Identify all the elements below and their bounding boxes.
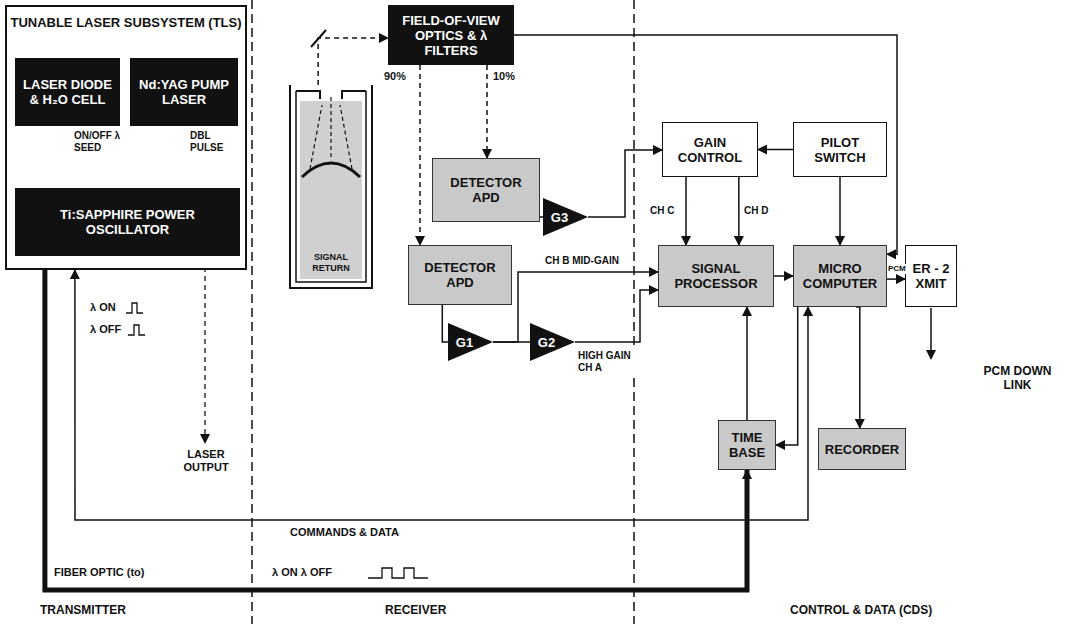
- box-label: TIME BASE: [724, 430, 770, 460]
- component-box: Nd:YAG PUMP LASER: [130, 58, 238, 126]
- connector: [776, 307, 798, 445]
- amplifier-triangle: G1: [448, 323, 493, 361]
- fiber-optic-line: [45, 270, 747, 590]
- box-label: RECORDER: [824, 442, 900, 457]
- component-box: Ti:SAPPHIRE POWER OSCILLATOR: [15, 188, 240, 256]
- section-title: RECEIVER: [385, 603, 485, 617]
- connector: [685, 177, 687, 245]
- output-label: PCM DOWN LINK: [970, 364, 1065, 392]
- box-label: G3: [543, 210, 576, 225]
- box-label: MICRO COMPUTER: [799, 261, 881, 291]
- connector: [856, 307, 860, 428]
- box-label: GAIN CONTROL: [667, 135, 753, 165]
- connector: [839, 177, 841, 245]
- connector: [758, 149, 793, 151]
- recorder-box: RECORDER: [818, 428, 906, 470]
- box-label: G2: [530, 335, 563, 350]
- box-label: ER - 2 XMIT: [910, 261, 952, 291]
- box-label: FIELD-OF-VIEW OPTICS & λ FILTERS: [394, 13, 508, 58]
- time-base-box: TIME BASE: [718, 420, 776, 470]
- computer-box: MICRO COMPUTER: [793, 245, 887, 307]
- section-title: TRANSMITTER: [40, 603, 160, 617]
- connector: [540, 216, 543, 218]
- connector-label: CH D: [744, 205, 776, 217]
- section-title: CONTROL & DATA (CDS): [790, 603, 990, 617]
- telescope-symbol: SIGNAL RETURN: [288, 85, 374, 290]
- box-label: PILOT SWITCH: [798, 135, 882, 165]
- connector-label: CH B MID-GAIN: [545, 255, 631, 267]
- signal-name: λ OFF: [90, 323, 126, 336]
- connector-label: 90%: [384, 70, 414, 83]
- connector: [419, 65, 421, 245]
- pulse-symbol: [126, 303, 143, 313]
- transmitter-box: ER - 2 XMIT: [905, 245, 957, 307]
- connector: [493, 272, 658, 342]
- connector-label: ON/OFF λ SEED: [74, 130, 124, 154]
- connector: [442, 305, 448, 342]
- output-label: LASER OUTPUT: [168, 448, 244, 474]
- box-label: G1: [448, 335, 481, 350]
- detector-box: DETECTOR APD: [432, 158, 540, 222]
- amplifier-triangle: G2: [530, 323, 575, 361]
- control-box: PILOT SWITCH: [793, 122, 887, 177]
- connector-label: COMMANDS & DATA: [290, 526, 420, 539]
- arrow-head: [926, 350, 936, 360]
- signal-name: λ ON: [90, 301, 124, 314]
- connector: [318, 38, 388, 85]
- connector-label: 10%: [493, 70, 523, 83]
- connector-label: HIGH GAIN CH A: [578, 350, 640, 374]
- processor-box: SIGNAL PROCESSOR: [658, 245, 774, 307]
- amplifier-triangle: G3: [543, 198, 588, 236]
- connector-label: DBL PULSE: [190, 130, 232, 154]
- section-divider: [251, 0, 253, 624]
- pulse-train: [368, 568, 428, 578]
- connector-label: FIBER OPTIC (to): [54, 566, 184, 579]
- signal-name: λ ON λ OFF: [272, 566, 362, 579]
- connector: [514, 35, 897, 254]
- detector-box: DETECTOR APD: [408, 245, 512, 305]
- box-label: SIGNAL RETURN: [300, 252, 362, 274]
- box-label: Nd:YAG PUMP LASER: [136, 77, 232, 107]
- optics-box: FIELD-OF-VIEW OPTICS & λ FILTERS: [388, 5, 514, 65]
- connector: [486, 65, 488, 158]
- laser-output-beam: [204, 258, 205, 436]
- box-heading: TUNABLE LASER SUBSYSTEM (TLS): [7, 15, 245, 30]
- box-label: LASER DIODE & H₂O CELL: [21, 77, 114, 107]
- connector: [575, 290, 658, 342]
- section-divider: [633, 0, 635, 624]
- box-label: Ti:SAPPHIRE POWER OSCILLATOR: [21, 207, 234, 237]
- box-label: SIGNAL PROCESSOR: [664, 261, 768, 291]
- connector: [746, 307, 748, 420]
- connector: [887, 278, 905, 280]
- pulse-symbol: [128, 325, 145, 335]
- control-box: GAIN CONTROL: [662, 122, 758, 177]
- downlink-line: [930, 308, 932, 352]
- connector-label: PCM: [888, 264, 910, 274]
- arrow-head: [200, 434, 210, 444]
- box-label: DETECTOR APD: [414, 260, 506, 290]
- connector: [774, 275, 793, 277]
- component-box: LASER DIODE & H₂O CELL: [15, 58, 120, 126]
- box-label: DETECTOR APD: [438, 175, 534, 205]
- connector-label: CH C: [650, 205, 682, 217]
- connector: [75, 270, 808, 520]
- connector: [738, 177, 740, 245]
